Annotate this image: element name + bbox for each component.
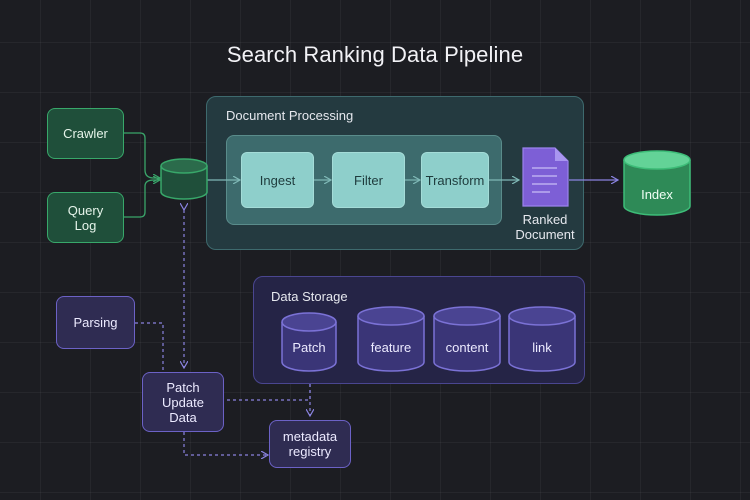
storage-to-patch-update-connector [224, 384, 311, 401]
patch-update-to-metadata-connector [183, 432, 268, 455]
diagram-title: Search Ranking Data Pipeline [226, 42, 524, 67]
index-label: Index [641, 186, 673, 202]
parsing-node: Parsing [56, 296, 135, 349]
filter-node: Filter [332, 152, 405, 208]
query-log-node: Query Log [47, 192, 124, 243]
content-store-label: content [445, 339, 489, 355]
document-processing-label: Document Processing [226, 108, 354, 123]
ranked-document-label: Ranked Document [515, 212, 575, 242]
parsing-to-patch-connector [135, 322, 164, 372]
transform-node: Transform [421, 152, 489, 208]
crawler-node: Crawler [47, 108, 124, 159]
link-store-cylinder [508, 306, 576, 372]
link-store-label: link [532, 339, 552, 355]
feature-store-label: feature [370, 339, 412, 355]
crawler-to-hub-connector [124, 132, 160, 178]
index-cylinder [623, 150, 691, 216]
patch-store-cylinder [281, 312, 337, 372]
metadata-registry-node: metadata registry [269, 420, 351, 468]
document-icon [522, 147, 569, 207]
content-store-cylinder [433, 306, 501, 372]
hub-datastore-cylinder [160, 158, 208, 200]
patch-update-data-node: Patch Update Data [142, 372, 224, 432]
data-storage-label: Data Storage [271, 289, 348, 304]
querylog-to-hub-connector [124, 180, 160, 218]
ingest-node: Ingest [241, 152, 314, 208]
patch-store-label: Patch [292, 339, 326, 355]
feature-store-cylinder [357, 306, 425, 372]
